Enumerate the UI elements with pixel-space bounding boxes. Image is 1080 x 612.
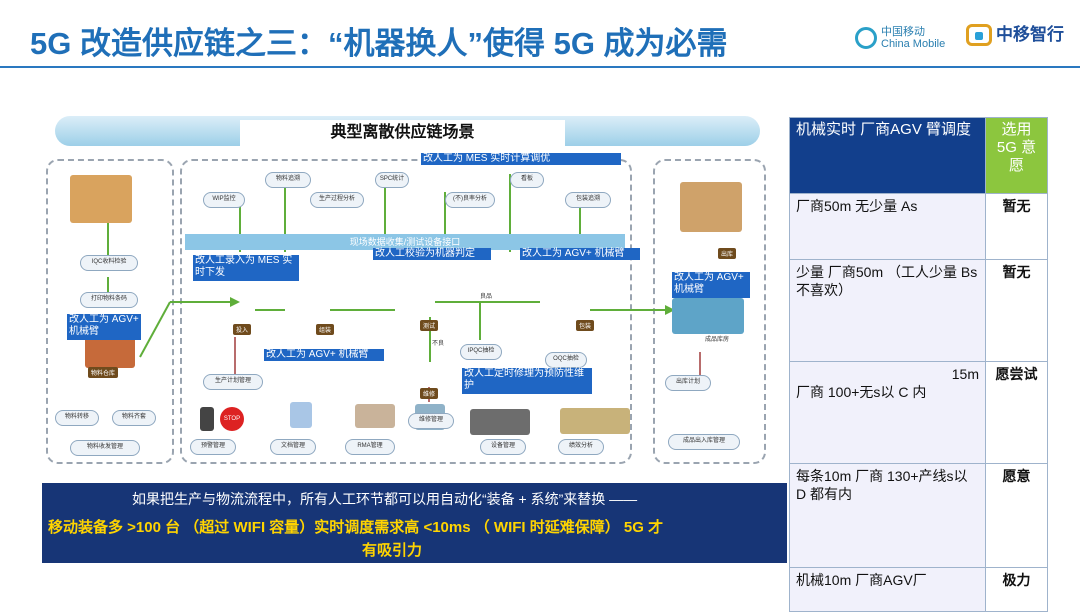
node-pack-mgmt: 包装追溯 bbox=[565, 192, 611, 208]
supply-chain-diagram: 典型离散供应链场景 现场数据收集/测试设备接口 WIP监控 物料追溯 生产过程分… bbox=[40, 112, 775, 472]
table-cell-desc: 厂商50m 无少量 As bbox=[790, 194, 986, 260]
node-yield-analysis: (不)良率分析 bbox=[445, 192, 495, 208]
tag-material-warehouse: 物料仓库 bbox=[88, 367, 118, 378]
node-spc: SPC统计 bbox=[375, 172, 409, 188]
rma-icon bbox=[355, 404, 395, 428]
label-mes-calc: 改人工为 MES 实时计算调优 bbox=[421, 153, 621, 165]
zhongyi-zhixing-logo: 中移智行 bbox=[966, 24, 1064, 46]
tag-online: 投入 bbox=[233, 324, 251, 335]
document-icon bbox=[290, 402, 312, 428]
node-kanban: 看板 bbox=[510, 172, 544, 188]
table-row: 少量 厂商50m （工人少量 Bs 不喜欢） 暂无 bbox=[790, 260, 1048, 362]
node-material-track: 物料追溯 bbox=[265, 172, 311, 188]
node-material-mgmt: 物料收发管理 bbox=[70, 440, 140, 456]
table-cell-desc: 每条10m 厂商 130+产线s以 D 都有内 bbox=[790, 464, 986, 568]
zhongyi-zhixing-logo-icon bbox=[966, 24, 992, 46]
node-prod-plan: 生产计划管理 bbox=[203, 374, 263, 390]
node-material-return: 物料转移 bbox=[55, 410, 99, 426]
tag-assembly: 组装 bbox=[316, 324, 334, 335]
node-alarm-mgmt: 预警管理 bbox=[190, 439, 236, 455]
traffic-light-icon bbox=[200, 407, 214, 431]
china-mobile-logo: 中国移动 China Mobile bbox=[855, 26, 945, 50]
label-agv-arm-right: 改人工为 AGV+ 机械臂 bbox=[672, 272, 750, 298]
table-row: 机械10m 厂商AGV厂 极力 bbox=[790, 568, 1048, 612]
conclusion-line1: 如果把生产与物流流程中，所有人工环节都可以用自动化“装备 + 系统”来替换 —— bbox=[132, 489, 637, 509]
node-rma-mgmt: RMA管理 bbox=[345, 439, 395, 455]
label-bad: 不良 bbox=[432, 338, 444, 347]
node-equip-mgmt: 设备管理 bbox=[480, 439, 526, 455]
table-cell-desc: 厂商 100+无s以 C 内 bbox=[796, 383, 979, 401]
label-maintenance: 改人工定时修理为预防性维护 bbox=[462, 368, 592, 394]
equipment-photo bbox=[470, 409, 530, 435]
node-doc-mgmt: 文档管理 bbox=[270, 439, 316, 455]
table-cell-value: 暂无 bbox=[986, 260, 1048, 362]
china-mobile-logo-en: China Mobile bbox=[881, 38, 945, 50]
node-ship-plan: 出库计划 bbox=[665, 375, 711, 391]
table-cell-value: 愿意 bbox=[986, 464, 1048, 568]
table-header-col1: 机械实时 厂商AGV 臂调度 bbox=[790, 118, 986, 194]
table-header-col2: 选用 5G 意愿 bbox=[986, 118, 1048, 194]
truck-outbound-image bbox=[680, 182, 742, 232]
table-cell-desc: 少量 厂商50m （工人少量 Bs 不喜欢） bbox=[790, 260, 986, 362]
table-row: 每条10m 厂商 130+产线s以 D 都有内 愿意 bbox=[790, 464, 1048, 568]
tag-pack: 包装 bbox=[576, 320, 594, 331]
table-cell-desc-wrap: 15m 厂商 100+无s以 C 内 bbox=[790, 362, 986, 464]
label-agv-arm-mid: 改人工为 AGV+ 机械臂 bbox=[264, 349, 384, 361]
label-machine-judge: 改人工校验为机器判定 bbox=[373, 248, 491, 260]
truck-inbound-image bbox=[70, 175, 132, 223]
node-perf-analysis: 绩效分析 bbox=[558, 439, 604, 455]
zhongyi-zhixing-logo-text: 中移智行 bbox=[996, 26, 1064, 44]
node-oqc: OQC抽检 bbox=[545, 352, 587, 368]
performance-photo bbox=[560, 408, 630, 434]
node-finished-mgmt: 成品出入库管理 bbox=[668, 434, 740, 450]
node-print-label: 打印物料条码 bbox=[80, 292, 138, 308]
table-row: 15m 厂商 100+无s以 C 内 愿尝试 bbox=[790, 362, 1048, 464]
tag-test: 测试 bbox=[420, 320, 438, 331]
conclusion-line3: 有吸引力 bbox=[362, 539, 422, 560]
china-mobile-logo-cn: 中国移动 bbox=[881, 26, 945, 38]
china-mobile-logo-icon bbox=[855, 27, 877, 49]
tag-repair: 维修 bbox=[420, 388, 438, 399]
node-ipqc: IPQC抽检 bbox=[460, 344, 502, 360]
conclusion-box: 如果把生产与物流流程中，所有人工环节都可以用自动化“装备 + 系统”来替换 ——… bbox=[42, 483, 787, 563]
page-title: 5G 改造供应链之三：“机器换人”使得 5G 成为必需 bbox=[30, 18, 728, 63]
stop-sign-icon: STOP bbox=[220, 407, 244, 431]
node-iqc: IQC收料检验 bbox=[80, 255, 138, 271]
table-cell-desc-prefix: 15m bbox=[796, 365, 979, 383]
node-repair-mgmt: 维修管理 bbox=[408, 413, 454, 429]
label-good: 良品 bbox=[480, 291, 492, 300]
label-agv-arm-left: 改人工为 AGV+ 机械臂 bbox=[67, 314, 141, 340]
node-wip: WIP监控 bbox=[203, 192, 245, 208]
table-cell-value: 极力 bbox=[986, 568, 1048, 612]
label-mes-entry: 改人工录入为 MES 实时下发 bbox=[193, 255, 299, 281]
tag-ship: 出库 bbox=[718, 248, 736, 259]
header-divider bbox=[0, 66, 1080, 68]
table-cell-value: 暂无 bbox=[986, 194, 1048, 260]
finished-store-image bbox=[672, 298, 744, 334]
node-material-check: 物料齐套 bbox=[112, 410, 156, 426]
label-finished-store: 成品库房 bbox=[705, 334, 729, 343]
table-cell-value: 愿尝试 bbox=[986, 362, 1048, 464]
label-agv-arm-pack: 改人工为 AGV+ 机械臂 bbox=[520, 248, 640, 260]
node-process-analysis: 生产过程分析 bbox=[310, 192, 364, 208]
table-cell-desc: 机械10m 厂商AGV厂 bbox=[790, 568, 986, 612]
conclusion-line2: 移动装备多 >100 台 （超过 WIFI 容量）实时调度需求高 <10ms （… bbox=[48, 516, 784, 537]
adoption-table: 机械实时 厂商AGV 臂调度 选用 5G 意愿 厂商50m 无少量 As 暂无 … bbox=[789, 117, 1048, 612]
table-row: 厂商50m 无少量 As 暂无 bbox=[790, 194, 1048, 260]
